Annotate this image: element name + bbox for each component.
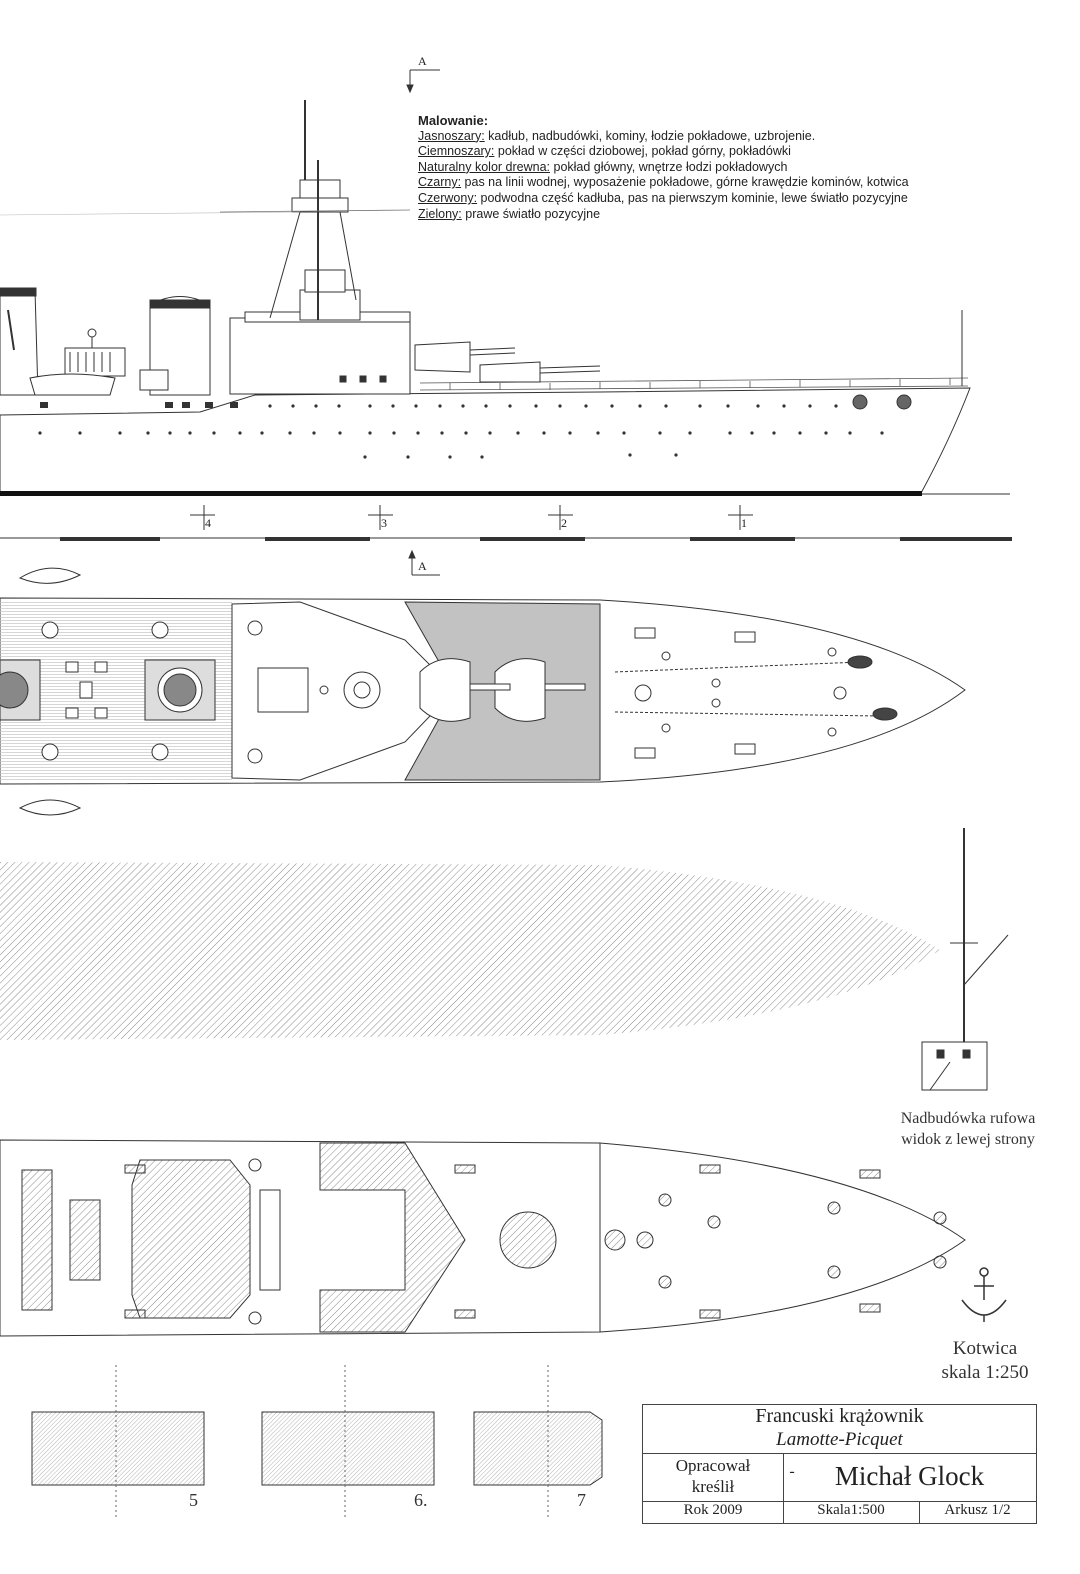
- sheet-field: Arkusz 1/2: [944, 1502, 1011, 1518]
- legend-item: Jasnoszary: kadłub, nadbudówki, kominy, …: [418, 129, 909, 145]
- legend-item: Naturalny kolor drewna: pokład główny, w…: [418, 160, 909, 176]
- legend-text: podwodna część kadłuba, pas na pierwszym…: [477, 190, 908, 205]
- legend-item: Czarny: pas na linii wodnej, wyposażenie…: [418, 175, 909, 191]
- part-number: 6.: [414, 1490, 428, 1510]
- author-name: Michał Glock: [834, 1461, 985, 1491]
- aft-superstructure-side-view: [921, 828, 1009, 1091]
- legend-key: Zielony:: [418, 206, 462, 221]
- title-line-2: Lamotte-Picquet: [776, 1429, 903, 1450]
- parts-panels: [31, 1365, 603, 1520]
- year-field: Rok 2009: [683, 1502, 743, 1518]
- section-label-top: A: [418, 54, 427, 68]
- section-label-bottom: A: [418, 559, 427, 573]
- legend-item: Czerwony: podwodna część kadłuba, pas na…: [418, 191, 909, 207]
- frame-number: 3: [381, 516, 387, 530]
- legend-text: prawe światło pozycyjne: [461, 206, 601, 221]
- forward-gun-turrets-profile: [414, 341, 601, 383]
- dash-mark: -: [789, 1463, 795, 1480]
- anchor-icon: [961, 1267, 1007, 1322]
- portholes: [38, 404, 884, 459]
- boot-topping-stripe: [0, 491, 922, 496]
- legend-item: Ciemnoszary: pokład w części dziobowej, …: [418, 144, 909, 160]
- legend-key: Czarny:: [418, 175, 462, 190]
- anchor-chains: [614, 661, 879, 717]
- legend-text: kadłub, nadbudówki, kominy, łodzie pokła…: [484, 128, 816, 143]
- legend-key: Naturalny kolor drewna:: [418, 159, 551, 174]
- bridge-superstructure: [0, 100, 411, 395]
- frame-ruler: [0, 505, 1012, 576]
- frame-number: 1: [741, 516, 747, 530]
- aft-superstructure-caption: Nadbudówka rufowa widok z lewej strony: [868, 1108, 1068, 1150]
- deck-plan-view: [0, 567, 966, 816]
- stern-windows: [40, 402, 238, 408]
- hull-profile: [0, 387, 971, 496]
- caption-line: widok z lewej strony: [901, 1131, 1035, 1148]
- secondary-guns-top: [41, 620, 263, 764]
- legend-key: Ciemnoszary:: [418, 144, 495, 159]
- aft-deck-equipment: [7, 309, 169, 396]
- legend-key: Jasnoszary:: [418, 128, 485, 143]
- side-profile-view: [0, 69, 1010, 496]
- part-number: 7: [577, 1490, 586, 1510]
- legend-text: pokład główny, wnętrze łodzi pokładowych: [550, 159, 788, 174]
- forward-turrets-top: [419, 658, 586, 722]
- caption-line: Kotwica: [952, 1338, 1018, 1359]
- frame-number: 2: [561, 516, 567, 530]
- section-a-marker-top: [406, 69, 440, 94]
- prepared-label: Opracował: [675, 1456, 751, 1475]
- hawse-pipes: [847, 655, 898, 721]
- legend-item: Zielony: prawe światło pozycyjne: [418, 207, 909, 223]
- part-number: 5: [189, 1490, 198, 1510]
- legend-title: Malowanie:: [418, 113, 489, 128]
- anchor-caption: Kotwica skala 1:250: [905, 1337, 1065, 1385]
- funnels-top: [0, 659, 216, 721]
- title-block: Francuski krążownik Lamotte-Picquet Opra…: [642, 1404, 1037, 1524]
- scale-field: Skala1:500: [817, 1502, 885, 1518]
- hull-bottom-view: [0, 862, 940, 1040]
- bow-anchors-profile: [852, 394, 912, 410]
- ship-boats: [18, 567, 82, 816]
- legend-key: Czerwony:: [418, 190, 478, 205]
- drew-label: kreślił: [691, 1477, 735, 1496]
- legend-text: pokład w części dziobowej, pokład górny,…: [494, 144, 791, 159]
- legend-text: pas na linii wodnej, wyposażenie pokłado…: [461, 175, 909, 190]
- title-line-1: Francuski krążownik: [755, 1405, 924, 1427]
- caption-line: Nadbudówka rufowa: [900, 1110, 1036, 1127]
- painting-legend: Malowanie: Jasnoszary: kadłub, nadbudówk…: [418, 113, 909, 222]
- lower-deck-plan: [0, 1139, 966, 1337]
- deck-fittings: [65, 627, 847, 759]
- caption-line: skala 1:250: [941, 1362, 1029, 1383]
- frame-number: 4: [205, 516, 211, 530]
